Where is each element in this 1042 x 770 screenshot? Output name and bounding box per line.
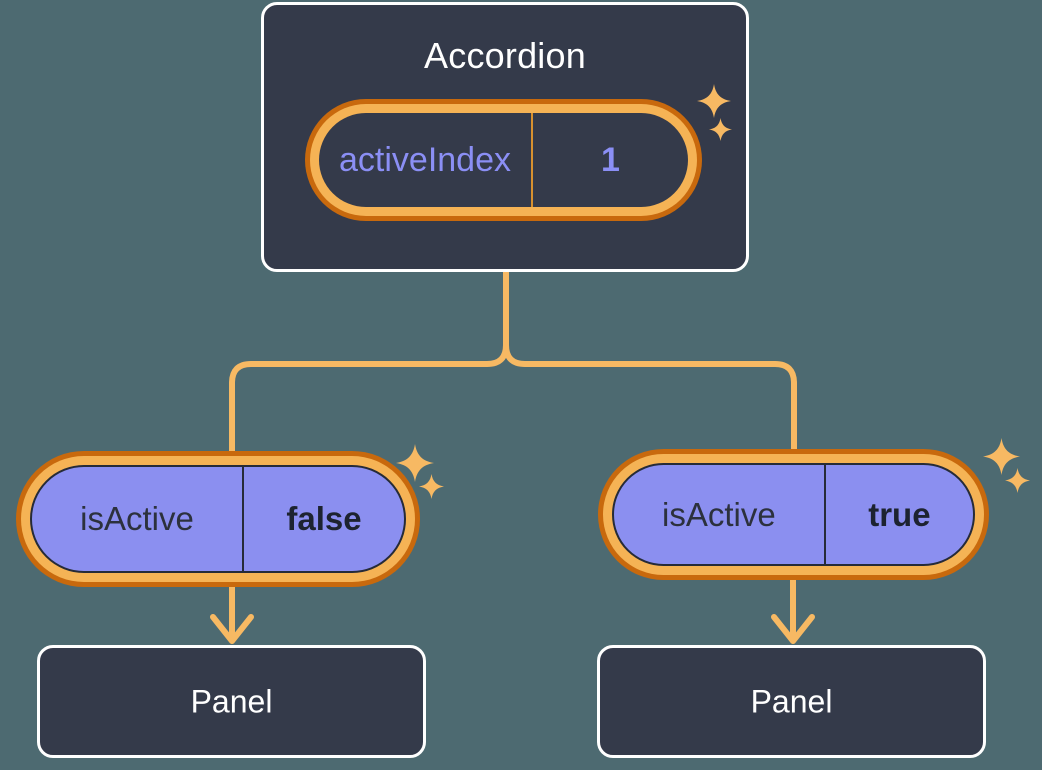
prop-value-label: true: [868, 495, 931, 533]
component-title-accordion: Accordion: [424, 35, 586, 76]
state-pill-activeindex[interactable]: activeIndex 1: [305, 99, 702, 221]
state-key-label: activeIndex: [319, 113, 534, 207]
component-title-panel-right: Panel: [750, 683, 833, 719]
sparkle-icon: [983, 438, 1020, 475]
prop-key-label: isActive: [32, 467, 245, 571]
prop-pill-isactive-false[interactable]: isActive false: [16, 451, 420, 587]
pill-body: isActive false: [30, 465, 406, 573]
component-box-panel-left[interactable]: Panel: [37, 645, 426, 758]
connector-root-to-right: [503, 269, 797, 452]
pill-body: activeIndex 1: [319, 113, 688, 207]
arrowhead-right: [771, 614, 815, 644]
pill-ring-inner: activeIndex 1: [310, 104, 697, 216]
sparkle-small-icon: [1005, 468, 1030, 493]
prop-key-label: isActive: [614, 465, 826, 564]
state-value-label: 1: [601, 140, 620, 179]
connector-root-to-left: [229, 269, 509, 454]
pill-ring-inner: isActive false: [21, 456, 415, 582]
arrowhead-left: [210, 614, 254, 644]
prop-pill-isactive-true[interactable]: isActive true: [598, 449, 989, 580]
pill-ring-inner: isActive true: [603, 454, 984, 575]
sparkle-small-icon: [419, 474, 444, 499]
component-title-panel-left: Panel: [190, 683, 273, 719]
pill-body: isActive true: [612, 463, 975, 566]
component-box-panel-right[interactable]: Panel: [597, 645, 986, 758]
prop-value-label: false: [286, 500, 362, 537]
